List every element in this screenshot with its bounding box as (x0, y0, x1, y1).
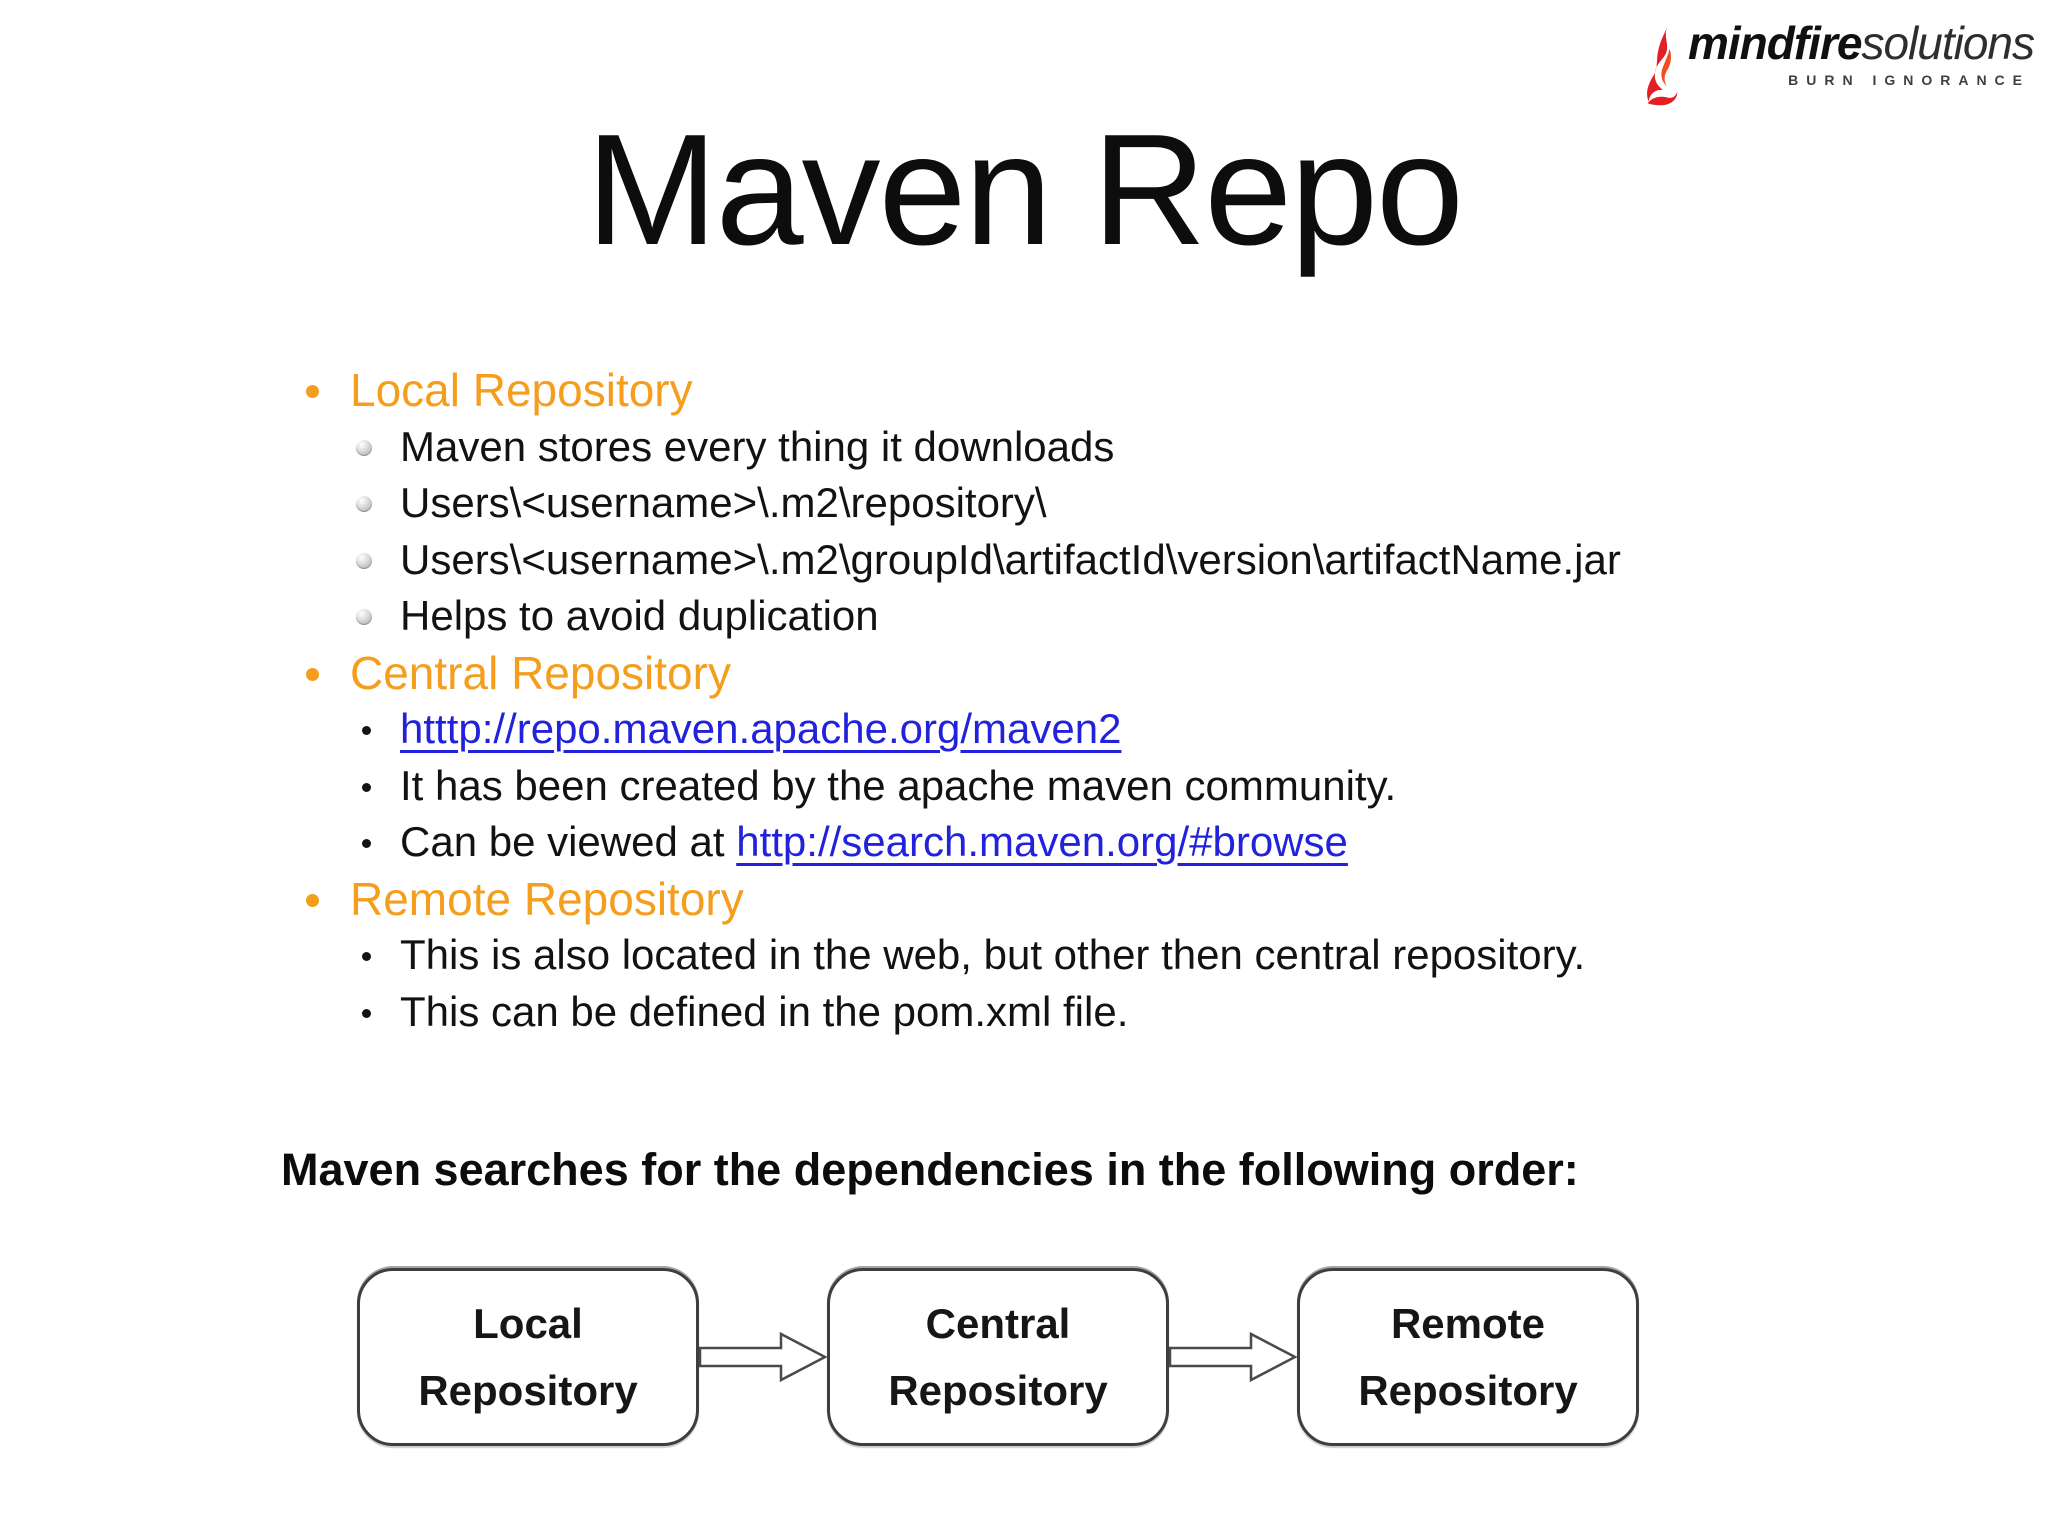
flame-icon (1642, 26, 1682, 115)
bullet-text: This is also located in the web, but oth… (400, 931, 1586, 978)
flow-arrow-icon (699, 1326, 827, 1388)
logo-brand-bold: mindfire (1687, 17, 1862, 69)
dot-bullet-icon (362, 726, 371, 735)
section-heading: Central Repository (350, 646, 731, 699)
logo-wordmark: mindfiresolutions (1687, 17, 2035, 69)
flow-box-label: Repository (1358, 1367, 1578, 1414)
flow-box-central: Central Repository (827, 1268, 1169, 1446)
section-heading: Remote Repository (350, 872, 744, 925)
flow-box-label: Repository (418, 1367, 638, 1414)
bullet-text: Maven stores every thing it downloads (400, 422, 1115, 470)
orange-bullet-icon (306, 893, 319, 907)
sphere-bullet-icon (356, 496, 372, 512)
sphere-bullet-icon (356, 552, 372, 569)
bullet-item: It has been created by the apache maven … (0, 758, 2048, 815)
section-heading-line: Local Repository (0, 362, 2048, 419)
sphere-bullet-icon (356, 439, 372, 456)
dot-bullet-icon (362, 1008, 371, 1018)
bullet-item: Maven stores every thing it downloads (0, 419, 2048, 476)
dot-bullet-icon (362, 952, 371, 961)
bullet-text: It has been created by the apache maven … (400, 761, 1397, 809)
bullet-item: Can be viewed at http://search.maven.org… (0, 814, 2048, 871)
bullet-text: Users\<username>\.m2\repository\ (400, 479, 1047, 526)
section-heading-line: Central Repository (0, 645, 2048, 702)
orange-bullet-icon (306, 667, 319, 681)
hyperlink[interactable]: http://search.maven.org/#browse (736, 818, 1348, 865)
flow-box-label: Repository (888, 1367, 1108, 1414)
bullet-item: Users\<username>\.m2\repository\ (0, 475, 2048, 532)
sphere-bullet-icon (356, 609, 372, 625)
bullet-text: This can be defined in the pom.xml file. (400, 987, 1129, 1035)
hyperlink[interactable]: htttp://repo.maven.apache.org/maven2 (400, 705, 1122, 752)
flow-box-label: Local (473, 1299, 583, 1347)
logo-brand-light: solutions (1861, 17, 2035, 69)
bullet-item: This is also located in the web, but oth… (0, 927, 2048, 984)
section-heading-line: Remote Repository (0, 871, 2048, 928)
mindfire-logo: mindfiresolutions BURN IGNORANCE (1642, 17, 2035, 115)
bullet-text: Helps to avoid duplication (400, 592, 879, 639)
bullet-item: Users\<username>\.m2\groupId\artifactId\… (0, 532, 2048, 589)
flow-arrow-icon (1169, 1326, 1297, 1388)
bullet-text: Users\<username>\.m2\groupId\artifactId\… (400, 535, 1621, 583)
bullet-item: htttp://repo.maven.apache.org/maven2 (0, 701, 2048, 758)
flow-box-label: Central (925, 1299, 1071, 1347)
flow-box-local: Local Repository (357, 1268, 699, 1446)
section-heading: Local Repository (350, 364, 693, 416)
orange-bullet-icon (306, 385, 319, 398)
dot-bullet-icon (362, 839, 371, 848)
bullet-text: Can be viewed at (400, 818, 737, 865)
order-caption: Maven searches for the dependencies in t… (281, 1144, 1579, 1195)
bullet-item: This can be defined in the pom.xml file. (0, 984, 2048, 1041)
flow-box-remote: Remote Repository (1297, 1268, 1639, 1446)
logo-tagline: BURN IGNORANCE (1788, 71, 2030, 88)
bullet-item: Helps to avoid duplication (0, 588, 2048, 645)
dot-bullet-icon (362, 782, 371, 792)
repository-flow-diagram: Local Repository Central Repository Remo… (357, 1266, 1639, 1448)
slide-title: Maven Repo (586, 102, 1464, 278)
flow-box-label: Remote (1390, 1299, 1546, 1347)
